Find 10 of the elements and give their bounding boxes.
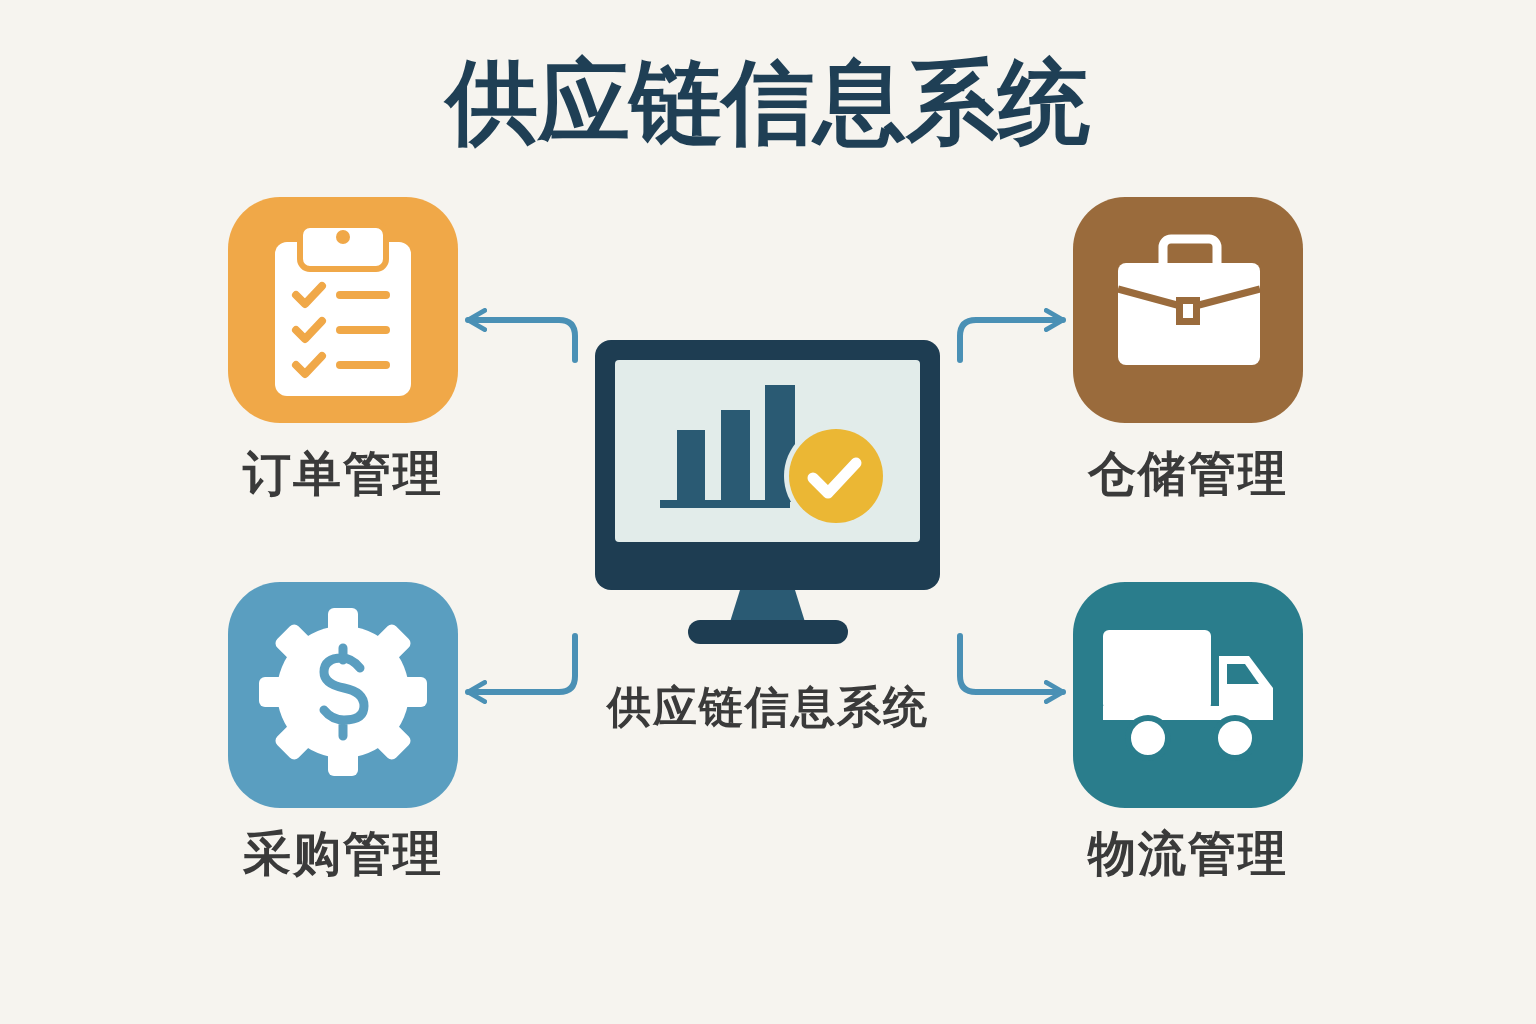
title: 供应链信息系统	[443, 48, 1091, 158]
arrow	[465, 633, 578, 704]
node-label: 物流管理	[1086, 824, 1289, 883]
node-label: 订单管理	[241, 444, 444, 503]
arrow	[465, 308, 578, 363]
node-label: 采购管理	[242, 824, 444, 883]
node-label: 供应链信息系统	[605, 680, 930, 734]
node-label: 仓储管理	[1086, 444, 1289, 503]
arrow	[957, 308, 1066, 363]
arrow	[957, 633, 1066, 704]
